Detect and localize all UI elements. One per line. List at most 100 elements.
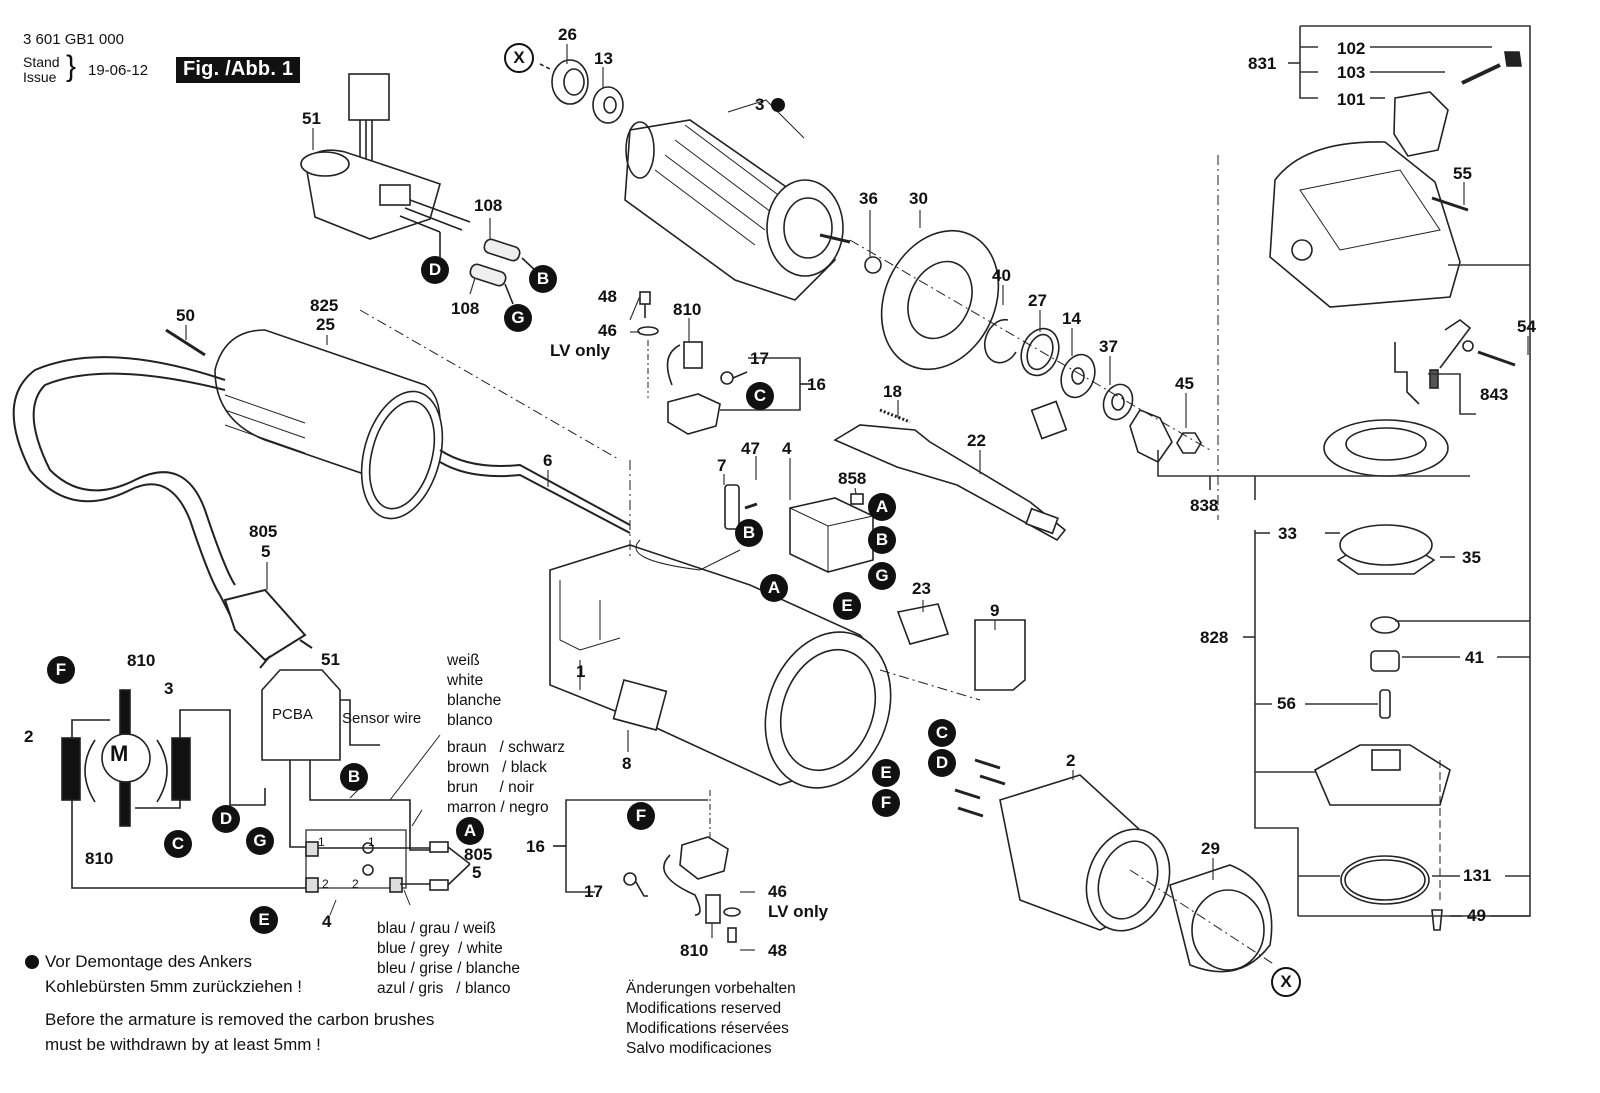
marker-c-schematic[interactable]: C	[164, 830, 192, 858]
schematic-label-5: 5	[472, 863, 482, 882]
part-label-48-bottom[interactable]: 48	[768, 941, 787, 960]
part-label-805[interactable]: 805	[249, 522, 278, 541]
part-label-7[interactable]: 7	[717, 456, 727, 475]
marker-x-top[interactable]: X	[504, 43, 534, 73]
marker-e-switch[interactable]: E	[833, 592, 861, 620]
wire-color-white-en: white	[447, 672, 484, 689]
part-label-843[interactable]: 843	[1480, 385, 1509, 404]
part-label-14[interactable]: 14	[1062, 309, 1081, 328]
marker-b-cord[interactable]: B	[735, 519, 763, 547]
part-label-23[interactable]: 23	[912, 579, 931, 598]
marker-b-switch[interactable]: B	[868, 526, 896, 554]
field-coil-part	[954, 758, 1276, 973]
part-label-50[interactable]: 50	[176, 306, 195, 325]
warning-bullet-icon	[25, 955, 39, 969]
part-label-36[interactable]: 36	[859, 189, 878, 208]
part-label-17-bottom[interactable]: 17	[584, 882, 603, 901]
part-label-4[interactable]: 4	[782, 439, 792, 458]
part-label-828[interactable]: 828	[1200, 628, 1229, 647]
part-label-108-upper[interactable]: 108	[474, 196, 503, 215]
part-label-26[interactable]: 26	[558, 25, 577, 44]
part-label-831[interactable]: 831	[1248, 54, 1277, 73]
part-label-46-bottom[interactable]: 46	[768, 882, 787, 901]
part-label-37[interactable]: 37	[1099, 337, 1118, 356]
lv-only-label-top: LV only	[550, 341, 611, 360]
part-label-17-top[interactable]: 17	[750, 349, 769, 368]
marker-e-field[interactable]: E	[872, 759, 900, 787]
part-label-56[interactable]: 56	[1277, 694, 1296, 713]
marker-c-brush[interactable]: C	[746, 382, 774, 410]
marker-b-pcba[interactable]: B	[529, 265, 557, 293]
switch-part	[724, 408, 1067, 573]
part-label-54[interactable]: 54	[1517, 317, 1536, 336]
part-label-22[interactable]: 22	[967, 431, 986, 450]
part-label-51[interactable]: 51	[302, 109, 321, 128]
part-label-858[interactable]: 858	[838, 469, 867, 488]
part-label-9[interactable]: 9	[990, 601, 1000, 620]
part-label-29[interactable]: 29	[1201, 839, 1220, 858]
part-label-30[interactable]: 30	[909, 189, 928, 208]
schematic-label-2: 2	[24, 727, 34, 746]
part-label-33[interactable]: 33	[1278, 524, 1297, 543]
part-label-16-bottom[interactable]: 16	[526, 837, 545, 856]
part-label-45[interactable]: 45	[1175, 374, 1194, 393]
schematic-label-810-bottom: 810	[85, 849, 114, 868]
pcba-label: PCBA	[272, 706, 313, 723]
part-label-1[interactable]: 1	[576, 662, 586, 681]
brush-holder-bottom-part	[553, 790, 741, 943]
marker-f-brush[interactable]: F	[627, 802, 655, 830]
part-label-825[interactable]: 825	[310, 296, 339, 315]
marker-g-switch[interactable]: G	[868, 562, 896, 590]
part-label-101[interactable]: 101	[1337, 90, 1366, 109]
part-label-8[interactable]: 8	[622, 754, 632, 773]
marker-g-pcba[interactable]: G	[504, 304, 532, 332]
marker-b-schematic[interactable]: B	[340, 763, 368, 791]
motor-housing-part	[165, 328, 444, 520]
marker-d-field[interactable]: D	[928, 749, 956, 777]
armature-part	[624, 99, 851, 301]
marker-f-field[interactable]: F	[872, 789, 900, 817]
part-label-18[interactable]: 18	[883, 382, 902, 401]
part-label-108-lower[interactable]: 108	[451, 299, 480, 318]
part-label-810-top[interactable]: 810	[673, 300, 702, 319]
part-label-41[interactable]: 41	[1465, 648, 1484, 667]
wire-color-white-fr: blanche	[447, 692, 502, 709]
warning-en-line1: Before the armature is removed the carbo…	[45, 1010, 435, 1029]
wire-color-brown-black-en: brown / black	[447, 759, 547, 776]
marker-a-switch[interactable]: A	[868, 493, 896, 521]
marker-g-schematic[interactable]: G	[246, 827, 274, 855]
part-label-16-top[interactable]: 16	[807, 375, 826, 394]
marker-x-bottom[interactable]: X	[1271, 967, 1301, 997]
part-label-102[interactable]: 102	[1337, 39, 1366, 58]
bracket-lines-right	[1157, 25, 1531, 917]
part-label-49[interactable]: 49	[1467, 906, 1486, 925]
part-label-48-top[interactable]: 48	[598, 287, 617, 306]
marker-c-field[interactable]: C	[928, 719, 956, 747]
part-label-2[interactable]: 2	[1066, 751, 1076, 770]
part-label-35[interactable]: 35	[1462, 548, 1481, 567]
part-label-55[interactable]: 55	[1453, 164, 1472, 183]
gear-housing-part	[1217, 51, 1522, 520]
marker-d-schematic[interactable]: D	[212, 805, 240, 833]
marker-a-schematic[interactable]: A	[456, 817, 484, 845]
modifications-de: Änderungen vorbehalten	[626, 980, 796, 997]
part-label-131[interactable]: 131	[1463, 866, 1492, 885]
part-label-5[interactable]: 5	[261, 542, 271, 561]
part-label-103[interactable]: 103	[1337, 63, 1366, 82]
part-label-810-bottom[interactable]: 810	[680, 941, 709, 960]
part-label-46-top[interactable]: 46	[598, 321, 617, 340]
warning-de-line1: Vor Demontage des Ankers	[45, 952, 252, 971]
part-label-47[interactable]: 47	[741, 439, 760, 458]
part-label-838[interactable]: 838	[1190, 496, 1219, 515]
part-label-25[interactable]: 25	[316, 315, 335, 334]
part-label-13[interactable]: 13	[594, 49, 613, 68]
part-label-27[interactable]: 27	[1028, 291, 1047, 310]
marker-a-cord[interactable]: A	[760, 574, 788, 602]
marker-d-pcba[interactable]: D	[421, 256, 449, 284]
modifications-fr: Modifications réservées	[626, 1020, 789, 1037]
marker-e-schematic[interactable]: E	[250, 906, 278, 934]
part-label-6[interactable]: 6	[543, 451, 553, 470]
part-label-40[interactable]: 40	[992, 266, 1011, 285]
part-label-3[interactable]: 3	[755, 95, 765, 114]
marker-f-schematic[interactable]: F	[47, 656, 75, 684]
